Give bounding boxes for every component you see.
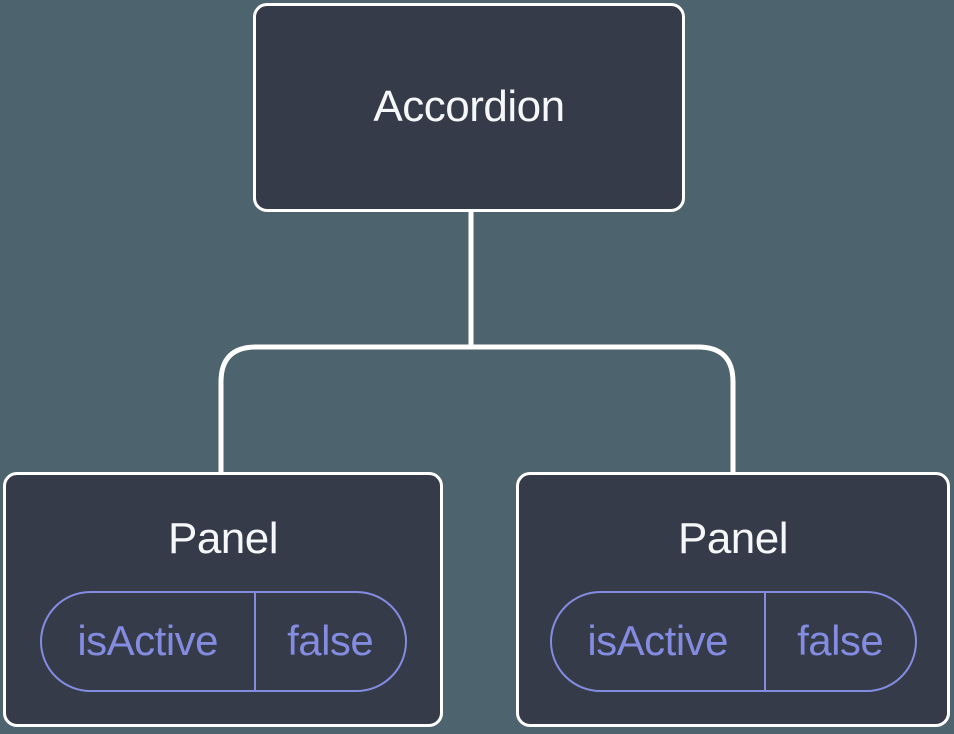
node-panel-2-label: Panel (677, 514, 789, 563)
node-panel-2-state-pill: isActive false (549, 590, 917, 692)
node-panel-1: Panel isActive false (3, 472, 443, 727)
node-panel-1-state-pill: isActive false (39, 590, 407, 692)
node-panel-1-label: Panel (167, 514, 279, 563)
node-panel-2: Panel isActive false (516, 472, 950, 727)
state-value: false (797, 617, 884, 665)
branch-line (218, 344, 736, 473)
node-accordion-label: Accordion (373, 82, 565, 132)
state-name: isActive (42, 592, 256, 690)
node-accordion: Accordion (253, 3, 685, 212)
state-value: false (287, 617, 374, 665)
state-name: isActive (552, 592, 766, 690)
